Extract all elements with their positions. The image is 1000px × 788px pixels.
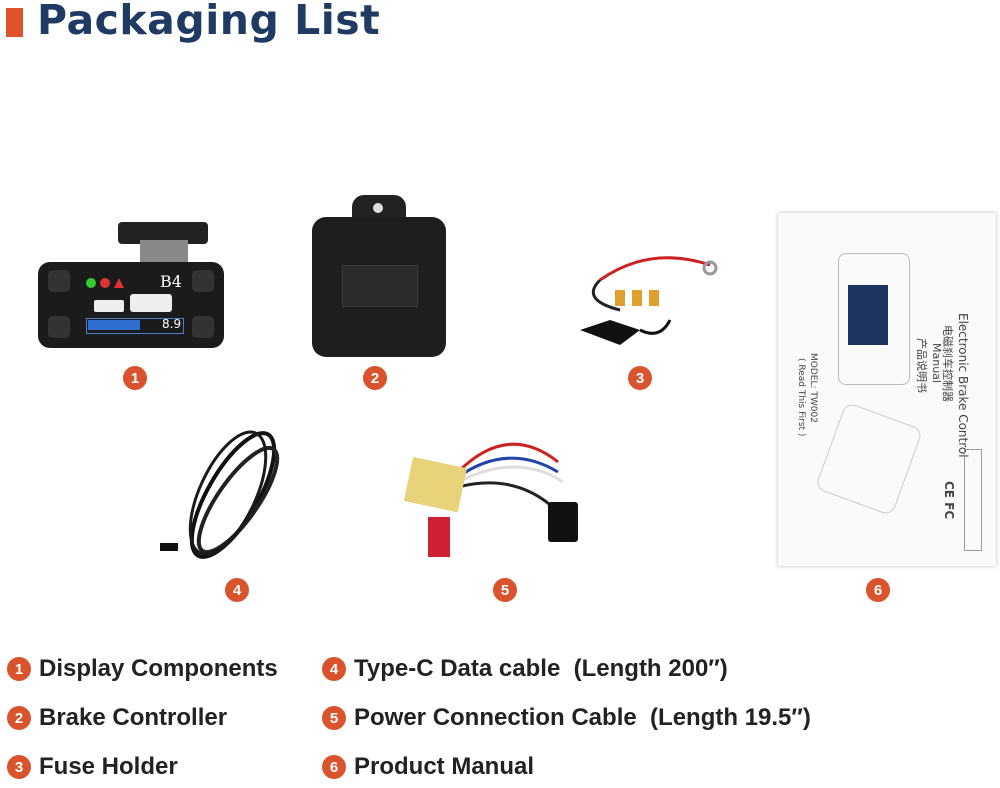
item-badge-2: 2 — [363, 366, 387, 390]
item-badge-3: 3 — [628, 366, 652, 390]
brake-controller-image — [312, 195, 446, 357]
type-c-cable-image — [160, 430, 280, 559]
legend-label: Product Manual — [354, 753, 535, 780]
product-manual-image: Electronic Brake Control 电磁刹车控制器 Manual … — [778, 213, 996, 566]
manual-subtitle-cn: 产品说明书 — [915, 338, 928, 393]
title-accent-mark — [6, 8, 23, 37]
item-badge-5: 5 — [493, 578, 517, 602]
legend-item-4: 4 Type-C Data cable (Length 200″) — [322, 655, 728, 683]
legend-label: Type-C Data cable (Length 200″) — [354, 655, 728, 682]
legend-label: Power Connection Cable (Length 19.5″) — [354, 704, 811, 731]
display-gear-readout: B4 — [160, 272, 182, 291]
legend-badge: 5 — [322, 706, 346, 730]
legend-badge: 1 — [7, 657, 31, 681]
legend-item-5: 5 Power Connection Cable (Length 19.5″) — [322, 704, 811, 732]
power-cable-image — [403, 442, 578, 557]
manual-note: ( Read This First ) — [796, 358, 806, 437]
legend-item-2: 2 Brake Controller — [7, 704, 227, 732]
legend-label: Display Components — [39, 655, 278, 682]
legend-item-6: 6 Product Manual — [322, 753, 534, 781]
legend-label: Fuse Holder — [39, 753, 178, 780]
legend-badge: 2 — [7, 706, 31, 730]
legend-badge: 4 — [322, 657, 346, 681]
legend-label: Brake Controller — [39, 704, 228, 731]
item-badge-1: 1 — [123, 366, 147, 390]
display-value-readout: 8.9 — [162, 317, 182, 331]
legend-item-3: 3 Fuse Holder — [7, 753, 178, 781]
legend-badge: 6 — [322, 755, 346, 779]
page-title: Packaging List — [37, 0, 381, 44]
fuse-holder-image — [580, 256, 718, 345]
item-badge-4: 4 — [225, 578, 249, 602]
manual-model: MODEL: TW002 — [808, 353, 818, 423]
manual-title: Electronic Brake Control — [956, 313, 970, 458]
legend-item-1: 1 Display Components — [7, 655, 278, 683]
manual-cert-marks: CE FC — [942, 481, 956, 520]
legend-badge: 3 — [7, 755, 31, 779]
display-unit-image: B4 8.9 — [38, 222, 224, 350]
manual-subtitle: Manual — [930, 343, 943, 383]
item-badge-6: 6 — [866, 578, 890, 602]
